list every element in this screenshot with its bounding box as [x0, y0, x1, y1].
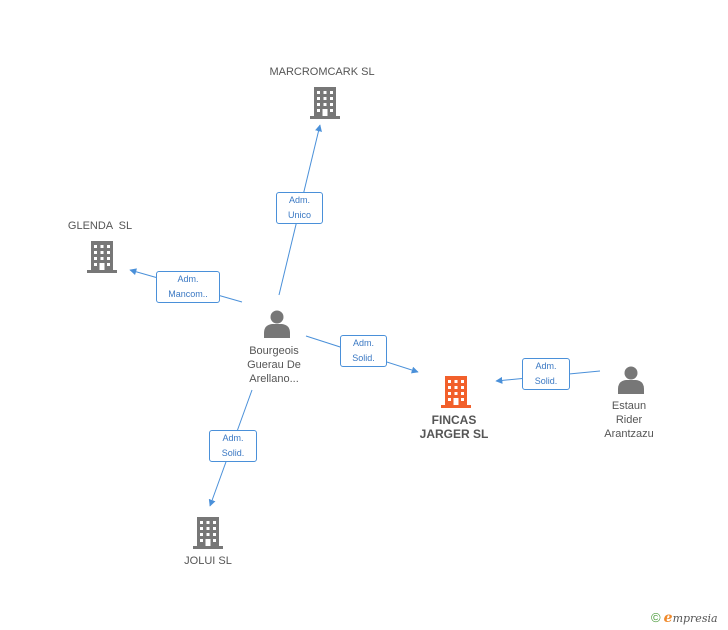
edge-label-line: Adm.	[177, 274, 199, 284]
company-name: JOLUI SL	[184, 555, 232, 567]
edge-label-line: Adm.	[288, 195, 310, 205]
person-name-line: Guerau De	[247, 359, 301, 371]
edge-label-adm-solid-fincas: Adm. Solid.	[340, 335, 387, 367]
building-icon-main	[441, 376, 471, 408]
node-label-estaun[interactable]: Estaun Rider Arantzazu	[584, 399, 674, 441]
empresia-logo-text: mpresia	[672, 612, 718, 625]
edge-label-line: Unico	[287, 210, 311, 220]
node-label-jolui[interactable]: JOLUI SL	[158, 554, 258, 568]
company-name: MARCROMCARK SL	[269, 66, 375, 78]
building-icon	[193, 517, 223, 549]
company-name-line: JARGER SL	[419, 427, 489, 441]
company-name-line: FINCAS	[431, 413, 477, 427]
copyright-symbol: ©	[651, 610, 661, 625]
person-name-line: Rider	[615, 414, 643, 426]
node-label-bourgeois[interactable]: Bourgeois Guerau De Arellano...	[224, 344, 324, 386]
edge-label-line: Solid.	[221, 448, 245, 458]
edge-label-adm-mancom: Adm. Mancom..	[156, 271, 220, 303]
person-name-line: Estaun	[611, 400, 647, 412]
edge-label-line: Adm.	[222, 433, 244, 443]
edge-label-line: Solid.	[352, 353, 375, 363]
empresia-logo-initial: e	[663, 610, 673, 626]
building-icon	[310, 87, 340, 119]
edge-label-adm-unico: Adm. Unico	[276, 192, 323, 224]
edge-label-line: Solid.	[534, 376, 558, 386]
node-label-glenda[interactable]: GLENDA SL	[50, 219, 150, 233]
edge-label-line: Mancom..	[168, 289, 208, 299]
person-name-line: Arellano...	[249, 373, 299, 385]
empresia-credit[interactable]: © empresia	[651, 610, 718, 626]
person-name-line: Bourgeois	[249, 345, 299, 357]
edge-label-adm-solid-jolui: Adm. Solid.	[209, 430, 257, 462]
edge-label-line: Adm.	[352, 338, 374, 348]
company-name: GLENDA SL	[67, 220, 133, 232]
building-icon	[87, 241, 117, 273]
person-name-line: Arantzazu	[604, 428, 654, 440]
person-icon	[618, 366, 644, 394]
node-label-fincas[interactable]: FINCAS JARGER SL	[404, 413, 504, 441]
edge-label-adm-solid-estaun: Adm. Solid.	[522, 358, 570, 390]
edge-label-line: Adm.	[535, 361, 557, 371]
node-label-marcromcark[interactable]: MARCROMCARK SL	[262, 65, 382, 79]
person-icon	[264, 310, 290, 338]
